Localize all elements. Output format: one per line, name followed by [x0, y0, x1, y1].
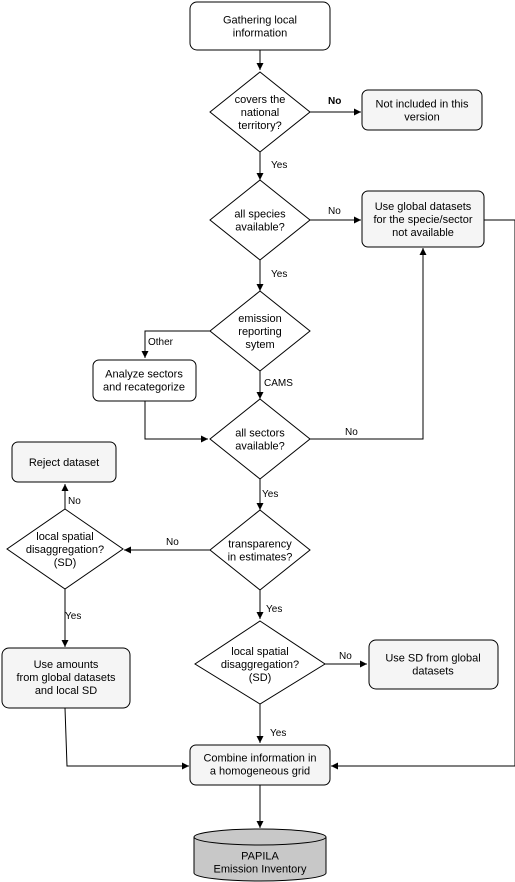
decision-transparency	[209, 509, 311, 591]
edges	[61, 50, 515, 828]
label-line: version	[404, 112, 439, 124]
label-reporting-other: Other	[148, 337, 174, 348]
label-line: covers the	[235, 94, 286, 106]
database-top	[193, 828, 327, 846]
label-covers-no: No	[328, 96, 341, 107]
label-line: emission	[238, 313, 281, 325]
label-line: disaggregation?	[221, 659, 299, 671]
label-line: Use SD from global	[385, 653, 480, 665]
label-line: all species	[234, 209, 286, 221]
label-transparency-yes: Yes	[266, 604, 282, 615]
process-not-included	[361, 89, 483, 131]
label-line: Analyze sectors	[105, 369, 183, 381]
label-line: and recategorize	[103, 382, 185, 394]
label-line: transparency	[228, 539, 292, 551]
label-reporting-cams: CAMS	[264, 378, 293, 389]
label-covers-yes: Yes	[271, 160, 287, 171]
start-node-gathering	[189, 1, 331, 51]
label-line: Gathering local	[223, 15, 297, 27]
label-line: from global datasets	[16, 672, 116, 684]
process-reject-dataset	[11, 441, 117, 483]
process-analyze-sectors	[92, 359, 197, 402]
decision-local-sd-left	[6, 508, 124, 590]
label-line: sytem	[245, 339, 274, 351]
label-line: information	[233, 28, 287, 40]
label-line: reporting	[238, 326, 281, 338]
label-transparency-no: No	[166, 537, 179, 548]
database-papila-emission-inventory	[193, 828, 327, 882]
decision-emission-reporting	[209, 290, 311, 372]
database-body	[193, 837, 327, 882]
label-line: a homogeneous grid	[210, 766, 310, 778]
label-line: Emission Inventory	[214, 864, 307, 876]
label-line: available?	[235, 441, 285, 453]
decision-covers-territory	[209, 71, 311, 153]
label-line: in estimates?	[228, 552, 293, 564]
process-use-sd-global	[368, 639, 499, 690]
label-line: disaggregation?	[26, 544, 104, 556]
label-species-yes: Yes	[271, 269, 287, 280]
label-line: national	[241, 107, 280, 119]
label-species-no: No	[328, 206, 341, 217]
label-line: PAPILA	[241, 851, 279, 863]
label-line: all sectors	[235, 428, 285, 440]
label-line: Use amounts	[34, 659, 99, 671]
label-line: (SD)	[54, 557, 77, 569]
edge-labels: No Yes No Yes Other CAMS No Yes No No Ye…	[65, 96, 358, 739]
label-line: local spatial	[231, 646, 288, 658]
label-line: and local SD	[35, 685, 97, 697]
label-line: available?	[235, 222, 285, 234]
process-use-amounts	[1, 647, 131, 709]
edge-use-amounts-combine	[64, 707, 189, 770]
label-line: Not included in this	[376, 99, 469, 111]
label-line: for the specie/sector	[373, 214, 472, 226]
label-line: datasets	[412, 666, 454, 678]
label-sectors-no: No	[345, 427, 358, 438]
edge-use-global-combine	[331, 219, 515, 770]
label-left-sd-yes: Yes	[65, 611, 81, 622]
decision-all-species	[209, 179, 311, 261]
decision-local-sd-center	[194, 620, 326, 705]
label-line: local spatial	[36, 531, 93, 543]
label-center-sd-no: No	[339, 651, 352, 662]
process-use-global-datasets	[361, 190, 485, 248]
edge-analyze-sectors	[144, 401, 208, 443]
edge-sectors-use-global	[310, 248, 427, 440]
label-line: (SD)	[249, 672, 272, 684]
label-line: territory?	[238, 120, 281, 132]
label-line: Reject dataset	[29, 457, 99, 469]
reject-label: Reject dataset	[29, 457, 99, 469]
label-line: not available	[392, 227, 454, 239]
process-combine-information	[189, 744, 331, 786]
label-line: Combine information in	[203, 753, 316, 765]
label-line: Use global datasets	[375, 201, 472, 213]
decision-all-sectors	[209, 398, 311, 480]
label-sectors-yes: Yes	[262, 489, 278, 500]
label-center-sd-yes: Yes	[270, 728, 286, 739]
edge-reporting-analyze	[141, 330, 210, 358]
label-left-sd-no: No	[68, 496, 81, 507]
